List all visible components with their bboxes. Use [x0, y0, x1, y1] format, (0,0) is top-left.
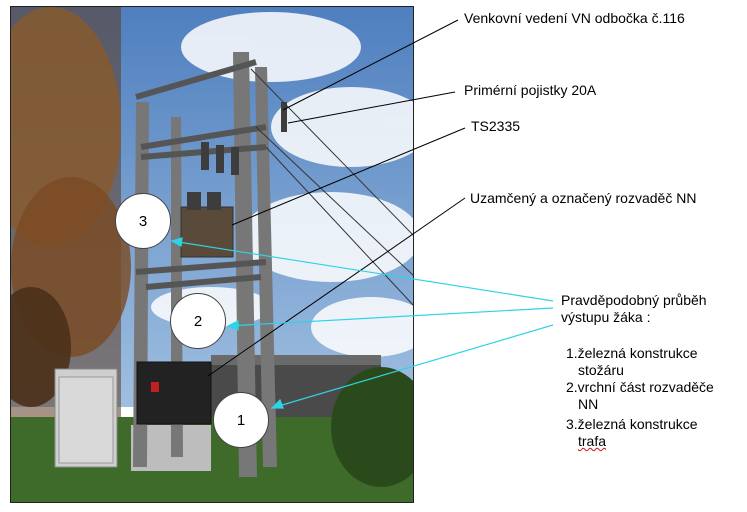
circle-2: 2 [170, 293, 226, 349]
route-item-2-line2: NN [578, 396, 599, 412]
label-fuses: Primérní pojistky 20A [464, 82, 597, 98]
route-item-3-line2: trafa [578, 433, 606, 450]
route-title-line2: výstupu žáka : [561, 309, 651, 325]
route-item-3-line2-text: trafa [578, 433, 607, 449]
transformer-station-photo [10, 6, 414, 503]
route-item-1-line2: stožáru [578, 362, 624, 378]
label-switchboard: Uzamčený a označený rozvaděč NN [470, 190, 697, 206]
route-item-1-line1: 1.železná konstrukce [566, 345, 698, 361]
label-line: Venkovní vedení VN odbočka č.116 [464, 10, 685, 26]
route-item-2-line1: 2.vrchní část rozvaděče [566, 379, 714, 395]
route-title-line1: Pravděpodobný průběh [561, 292, 707, 308]
circle-3: 3 [115, 193, 171, 249]
route-item-3-line1: 3.železná konstrukce [566, 416, 698, 432]
nn-switchboard [136, 361, 212, 425]
label-station: TS2335 [471, 118, 521, 134]
autumn-tree [11, 7, 131, 437]
photo-illustration [11, 7, 413, 502]
grey-cabinet [54, 368, 118, 468]
circle-1: 1 [213, 392, 269, 448]
